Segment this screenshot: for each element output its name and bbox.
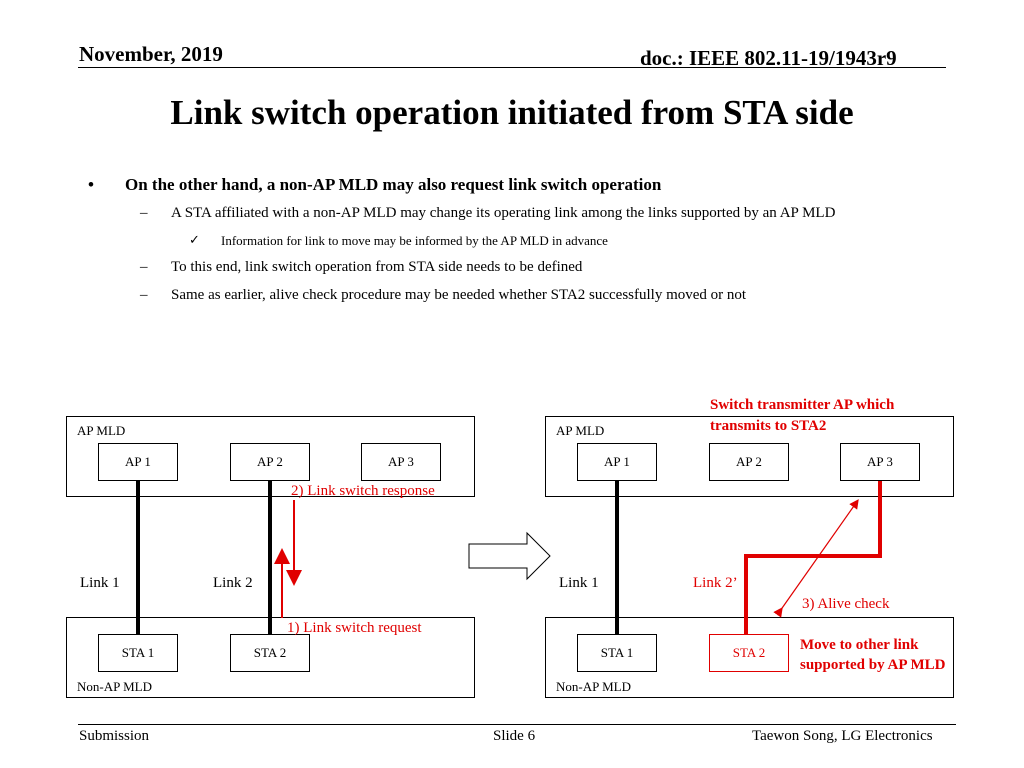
- left-link1-label: Link 1: [80, 575, 120, 591]
- left-request-label: 1) Link switch request: [287, 620, 422, 636]
- left-sta2-box: STA 2: [230, 634, 310, 672]
- bullet-main: On the other hand, a non-AP MLD may also…: [125, 175, 662, 194]
- move-note-line2: supported by AP MLD: [800, 657, 946, 673]
- right-ap3-box: AP 3: [840, 443, 920, 481]
- left-sta1-box: STA 1: [98, 634, 178, 672]
- right-non-ap-mld-label: Non-AP MLD: [556, 679, 631, 694]
- footer-slide-number: Slide 6: [493, 728, 536, 744]
- header-date: November, 2019: [79, 42, 223, 66]
- right-link2-label: Link 2’: [693, 575, 738, 591]
- bullet-marker: •: [88, 175, 94, 194]
- right-ap1-box: AP 1: [577, 443, 657, 481]
- left-response-label: 2) Link switch response: [291, 483, 435, 499]
- left-ap1-box: AP 1: [98, 443, 178, 481]
- right-sta2-box: STA 2: [709, 634, 789, 672]
- bullet-sub-2: To this end, link switch operation from …: [171, 259, 583, 275]
- left-non-ap-mld-label: Non-AP MLD: [77, 679, 152, 694]
- move-note-line1: Move to other link: [800, 637, 919, 653]
- right-link1-label: Link 1: [559, 575, 599, 591]
- dash-marker: –: [140, 205, 148, 221]
- left-ap2-box: AP 2: [230, 443, 310, 481]
- alive-check-arrow: [773, 499, 859, 618]
- transition-arrow-icon: [468, 531, 551, 581]
- bullet-sub-3: Same as earlier, alive check procedure m…: [171, 287, 747, 303]
- footer-author: Taewon Song, LG Electronics: [752, 728, 933, 744]
- right-ap2-box: AP 2: [709, 443, 789, 481]
- header-rule: [78, 67, 946, 68]
- slide-title: Link switch operation initiated from STA…: [170, 93, 854, 132]
- footer-submission: Submission: [79, 728, 150, 744]
- right-ap-mld-label: AP MLD: [556, 423, 605, 438]
- right-link2-path: [744, 481, 882, 634]
- footer-rule: [78, 724, 956, 725]
- dash-marker: –: [140, 259, 148, 275]
- header-doc-id: doc.: IEEE 802.11-19/1943r9: [640, 46, 897, 70]
- switch-note-line1: Switch transmitter AP which: [710, 397, 895, 413]
- dash-marker: –: [140, 287, 148, 303]
- check-icon: ✓: [189, 232, 200, 247]
- right-sta1-box: STA 1: [577, 634, 657, 672]
- left-link2-label: Link 2: [213, 575, 253, 591]
- switch-note-line2: transmits to STA2: [710, 418, 827, 434]
- left-ap-mld-label: AP MLD: [77, 423, 126, 438]
- bullet-sub-1: A STA affiliated with a non-AP MLD may c…: [171, 205, 836, 221]
- left-ap3-box: AP 3: [361, 443, 441, 481]
- bullet-subsub-1: Information for link to move may be info…: [221, 233, 608, 248]
